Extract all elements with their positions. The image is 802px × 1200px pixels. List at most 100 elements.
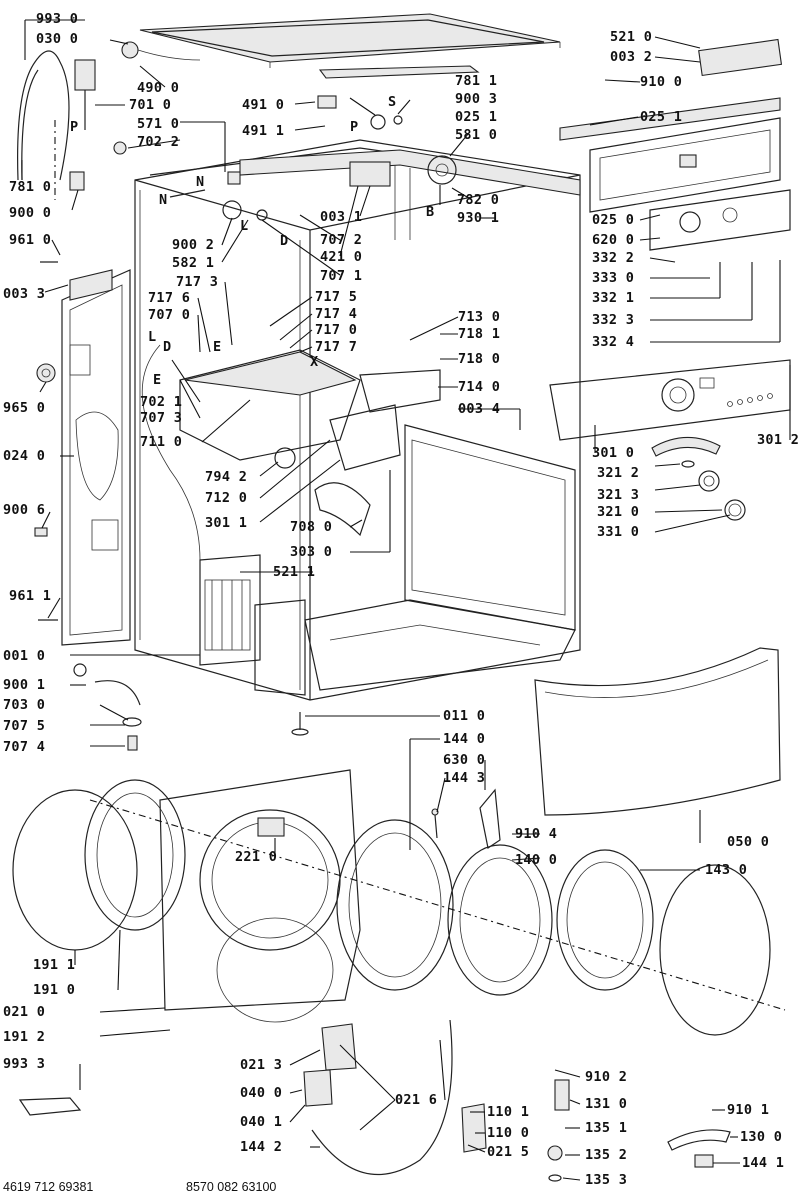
part-label-707-4: 707 4 [3, 739, 46, 755]
part-label-021-6: 021 6 [395, 1092, 438, 1108]
part-label-135-2: 135 2 [585, 1147, 628, 1163]
valve-parts-drawing [169, 95, 457, 221]
part-label-050-0: 050 0 [727, 834, 770, 850]
part-label-703-0: 703 0 [3, 697, 46, 713]
part-label-900-0: 900 0 [9, 205, 52, 221]
part-label-701-0: 701 0 [129, 97, 172, 113]
part-label-910-0: 910 0 [640, 74, 683, 90]
part-label-910-2: 910 2 [585, 1069, 628, 1085]
part-label-782-0: 782 0 [457, 192, 500, 208]
part-label-712-0: 712 0 [205, 490, 248, 506]
door-rings-drawing [12, 779, 771, 1036]
part-label-191-1: 191 1 [33, 957, 76, 973]
part-label-303-0: 303 0 [290, 544, 333, 560]
part-label-718-0: 718 0 [458, 351, 501, 367]
top-cover-drawing [139, 13, 561, 79]
part-label-900-2: 900 2 [172, 237, 215, 253]
part-label-001-0: 001 0 [3, 648, 46, 664]
front-panel-drawing [159, 769, 361, 1011]
hose-parts-drawing [18, 663, 731, 1182]
part-label-143-0: 143 0 [705, 862, 748, 878]
part-label-301-1: 301 1 [205, 515, 248, 531]
part-label-144-1: 144 1 [742, 1155, 785, 1171]
part-label-030-0: 030 0 [36, 31, 79, 47]
part-label-910-4: 910 4 [515, 826, 558, 842]
part-label-713-0: 713 0 [458, 309, 501, 325]
part-label-333-0: 333 0 [592, 270, 635, 286]
part-label-781-1: 781 1 [455, 73, 498, 89]
ref-letter-d-lower: D [163, 339, 172, 355]
part-label-332-2: 332 2 [592, 250, 635, 266]
part-label-718-1: 718 1 [458, 326, 501, 342]
part-label-144-0: 144 0 [443, 731, 486, 747]
part-label-571-0: 571 0 [137, 116, 180, 132]
part-label-421-0: 421 0 [320, 249, 363, 265]
part-label-717-3: 717 3 [176, 274, 219, 290]
part-label-717-4: 717 4 [315, 306, 358, 322]
part-label-110-1: 110 1 [487, 1104, 530, 1120]
ref-letter-d-upper: D [280, 233, 289, 249]
part-label-521-0: 521 0 [610, 29, 653, 45]
part-label-191-2: 191 2 [3, 1029, 46, 1045]
part-label-702-2: 702 2 [137, 134, 180, 150]
part-label-144-2: 144 2 [240, 1139, 283, 1155]
part-label-708-0: 708 0 [290, 519, 333, 535]
part-label-491-0: 491 0 [242, 97, 285, 113]
part-label-025-1b: 025 1 [640, 109, 683, 125]
part-label-025-1a: 025 1 [455, 109, 498, 125]
part-label-717-6: 717 6 [148, 290, 191, 306]
part-label-301-2: 301 2 [757, 432, 800, 448]
part-label-707-0: 707 0 [148, 307, 191, 323]
ref-letter-l-lower: L [148, 329, 157, 345]
part-label-011-0: 011 0 [443, 708, 486, 724]
ref-letter-e-upper: E [213, 339, 222, 355]
part-label-135-1: 135 1 [585, 1120, 628, 1136]
part-label-714-0: 714 0 [458, 379, 501, 395]
part-label-332-1: 332 1 [592, 290, 635, 306]
ref-letter-l-upper: L [240, 218, 249, 234]
part-label-993-3: 993 3 [3, 1056, 46, 1072]
part-label-003-3: 003 3 [3, 286, 46, 302]
part-label-961-1: 961 1 [9, 588, 52, 604]
part-label-900-3: 900 3 [455, 91, 498, 107]
part-label-025-0: 025 0 [592, 212, 635, 228]
part-label-910-1: 910 1 [727, 1102, 770, 1118]
part-label-130-0: 130 0 [740, 1129, 783, 1145]
part-label-321-2: 321 2 [597, 465, 640, 481]
part-label-321-3: 321 3 [597, 487, 640, 503]
ref-letter-p-left: P [70, 119, 79, 135]
part-label-144-3: 144 3 [443, 770, 486, 786]
part-label-630-0: 630 0 [443, 752, 486, 768]
part-label-781-0: 781 0 [9, 179, 52, 195]
part-label-707-1: 707 1 [320, 268, 363, 284]
part-label-707-5: 707 5 [3, 718, 46, 734]
part-label-717-0: 717 0 [315, 322, 358, 338]
part-label-965-0: 965 0 [3, 400, 46, 416]
part-label-301-0: 301 0 [592, 445, 635, 461]
part-label-711-0: 711 0 [140, 434, 183, 450]
part-label-131-0: 131 0 [585, 1096, 628, 1112]
part-label-581-0: 581 0 [455, 127, 498, 143]
part-label-332-3: 332 3 [592, 312, 635, 328]
ref-letter-p-top: P [350, 119, 359, 135]
part-label-003-1: 003 1 [320, 209, 363, 225]
part-label-491-1: 491 1 [242, 123, 285, 139]
part-label-040-0: 040 0 [240, 1085, 283, 1101]
part-label-521-1: 521 1 [273, 564, 316, 580]
part-label-717-7: 717 7 [315, 339, 358, 355]
lower-panel-drawing [534, 647, 781, 816]
part-label-490-0: 490 0 [137, 80, 180, 96]
ref-letter-e-lower: E [153, 372, 162, 388]
document-code-right: 8570 082 63100 [186, 1180, 277, 1194]
part-label-321-0: 321 0 [597, 504, 640, 520]
part-label-003-2: 003 2 [610, 49, 653, 65]
part-label-021-5: 021 5 [487, 1144, 530, 1160]
leader-lines [21, 19, 791, 1181]
part-label-620-0: 620 0 [592, 232, 635, 248]
pump-assembly-drawing [199, 554, 306, 696]
part-label-900-6: 900 6 [3, 502, 46, 518]
document-code-left: 4619 712 69381 [3, 1180, 94, 1194]
part-label-024-0: 024 0 [3, 448, 46, 464]
